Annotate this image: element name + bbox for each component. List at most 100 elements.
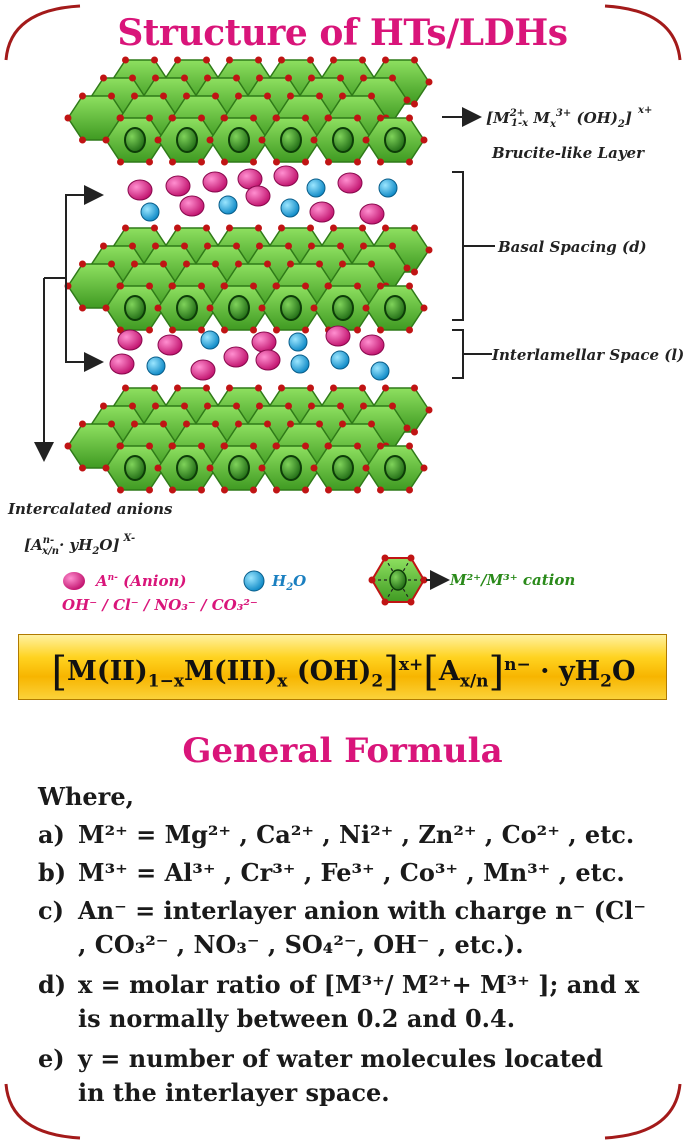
item-a-text: M²⁺ = Mg²⁺ , Ca²⁺ , Ni²⁺ , Zn²⁺ , Co²⁺ ,…: [78, 820, 635, 849]
metal-cation-center: [384, 295, 406, 321]
hydroxyl-site: [307, 384, 314, 392]
anion-particle: [165, 175, 191, 197]
hydroxyl-site: [117, 158, 124, 166]
hydroxyl-site: [64, 114, 72, 122]
hydroxyl-site: [226, 224, 233, 232]
hydroxyl-site: [169, 486, 176, 494]
anion-particle: [202, 171, 228, 193]
hydroxyl-site: [250, 158, 257, 166]
hydroxyl-site: [154, 304, 162, 312]
hydroxyl-site: [302, 326, 309, 334]
hydroxyl-site: [146, 158, 153, 166]
hydroxyl-site: [250, 282, 257, 290]
hydroxyl-site: [285, 402, 292, 410]
water-particle: [290, 354, 310, 374]
hydroxyl-site: [339, 420, 346, 428]
hydroxyl-site: [287, 260, 294, 268]
hydroxyl-site: [255, 384, 262, 392]
hydroxyl-site: [250, 326, 257, 334]
interlamellar-space-label: Interlamellar Space (l): [491, 346, 684, 364]
brucite-layer-label: Brucite-like Layer: [491, 144, 645, 162]
anion-legend-label: An- (Anion): [94, 572, 187, 590]
hydroxyl-site: [198, 114, 205, 122]
hydroxyl-site: [198, 326, 205, 334]
hydroxyl-site: [221, 114, 228, 122]
hydroxyl-site: [406, 442, 413, 450]
cation-legend-icon: [368, 554, 428, 606]
hydroxyl-site: [420, 136, 428, 144]
hydroxyl-site: [307, 56, 314, 64]
hydroxyl-site: [198, 442, 205, 450]
hydroxyl-site: [377, 158, 384, 166]
hydroxyl-site: [203, 56, 210, 64]
hydroxyl-site: [152, 402, 159, 410]
hydroxyl-site: [273, 282, 280, 290]
item-c-line1: An⁻ = interlayer anion with charge n⁻ (C…: [78, 896, 646, 925]
hydroxyl-site: [302, 158, 309, 166]
water-particle: [140, 202, 160, 222]
hydroxyl-site: [278, 224, 285, 232]
hydroxyl-site: [174, 384, 181, 392]
hydroxyl-site: [264, 92, 271, 100]
hydroxyl-site: [308, 74, 315, 82]
water-particle: [306, 178, 326, 198]
anion-particle: [157, 334, 183, 356]
item-c-line2: , CO₃²⁻ , NO₃⁻ , SO₄²⁻, OH⁻ , etc.).: [78, 930, 524, 959]
hydroxyl-site: [310, 136, 318, 144]
hydroxyl-site: [389, 242, 396, 250]
hydroxyl-site: [302, 486, 309, 494]
anion-particle: [337, 172, 363, 194]
hydroxyl-site: [79, 92, 86, 100]
hydroxyl-site: [117, 282, 124, 290]
hydroxyl-site: [337, 242, 344, 250]
hydroxyl-site: [212, 260, 219, 268]
hydroxyl-site: [368, 260, 375, 268]
hydroxyl-site: [152, 74, 159, 82]
hydroxyl-site: [325, 486, 332, 494]
hydroxyl-site: [255, 56, 262, 64]
anion-particle: [190, 359, 216, 381]
hydroxyl-site: [64, 442, 72, 450]
hydroxyl-site: [330, 56, 337, 64]
hydroxyl-site: [377, 326, 384, 334]
hydroxyl-site: [183, 420, 190, 428]
hydroxyl-site: [204, 74, 211, 82]
hydroxyl-site: [316, 260, 323, 268]
hydroxyl-site: [250, 442, 257, 450]
hydroxyl-site: [146, 486, 153, 494]
hydroxyl-site: [302, 442, 309, 450]
hydroxyl-site: [258, 136, 266, 144]
item-b-text: M³⁺ = Al³⁺ , Cr³⁺ , Fe³⁺ , Co³⁺ , Mn³⁺ ,…: [78, 858, 625, 887]
hydroxyl-site: [403, 264, 411, 272]
hydroxyl-site: [221, 282, 228, 290]
water-particle: [370, 361, 390, 381]
anion-particle: [309, 201, 335, 223]
hydroxyl-site: [131, 92, 138, 100]
hydroxyl-site: [233, 74, 240, 82]
hydroxyl-site: [160, 92, 167, 100]
metal-cation-center: [384, 127, 406, 153]
item-e-label: e): [38, 1044, 65, 1073]
intercalated-anions-label: Intercalated anions: [7, 500, 173, 518]
item-b-label: b): [38, 858, 67, 887]
hydroxyl-site: [255, 224, 262, 232]
hydroxyl-site: [204, 402, 211, 410]
item-c-label: c): [38, 896, 64, 925]
anion-particle: [127, 179, 153, 201]
hydroxyl-site: [203, 384, 210, 392]
hydroxyl-site: [169, 158, 176, 166]
water-legend-icon: [243, 570, 265, 592]
hydroxyl-site: [160, 420, 167, 428]
hydroxyl-site: [221, 158, 228, 166]
hydroxyl-site: [206, 464, 214, 472]
hydroxyl-site: [181, 242, 188, 250]
hydroxyl-site: [102, 304, 110, 312]
hydroxyl-site: [122, 224, 129, 232]
anion-particle: [223, 346, 249, 368]
hydroxyl-site: [79, 136, 86, 144]
hydroxyl-site: [198, 158, 205, 166]
hydroxyl-site: [359, 56, 366, 64]
hydroxyl-site: [411, 224, 418, 232]
hydroxyl-site: [406, 114, 413, 122]
water-particle: [200, 330, 220, 350]
